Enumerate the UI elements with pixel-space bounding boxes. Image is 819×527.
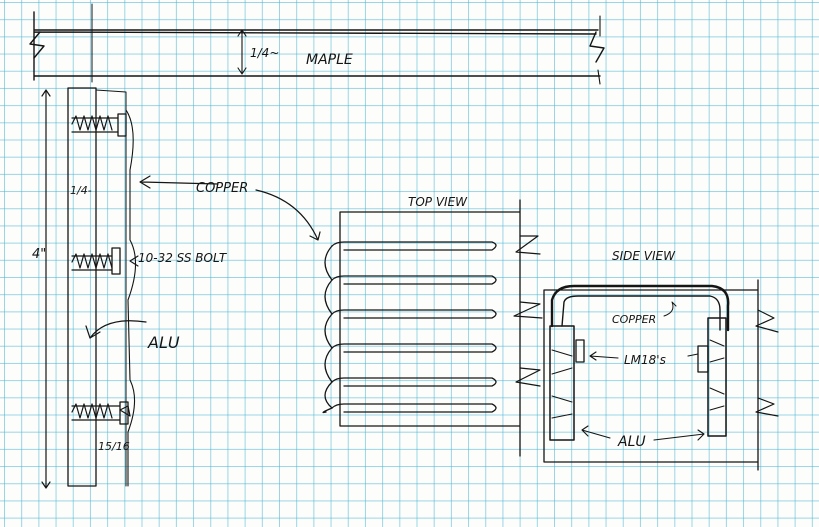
copper-label: COPPER (196, 181, 248, 196)
maple-label: MAPLE (306, 52, 353, 68)
top-view-label: TOP VIEW (408, 195, 468, 209)
copper-connectors (322, 245, 333, 414)
copper-loop-5 (331, 377, 497, 387)
copper-loop-2 (331, 275, 497, 285)
copper-loop-1 (331, 241, 497, 251)
spacing-label: 1/4- (70, 184, 92, 197)
alu-label: ALU (147, 333, 180, 352)
bolt-3-thread (71, 403, 121, 421)
maple-board: 1/4~ MAPLE (29, 3, 605, 85)
side-view-label: SIDE VIEW (612, 249, 676, 263)
side-view: SIDE VIEW COPPER LM18's ALU (543, 249, 779, 471)
bolt-label: 10-32 SS BOLT (138, 251, 228, 265)
height-label: 4" (32, 247, 46, 262)
maple-thickness-label: 1/4~ (250, 46, 279, 60)
copper-bar-side (550, 284, 730, 332)
side-alu-label: ALU (617, 434, 646, 450)
lm18-label: LM18's (624, 353, 666, 367)
bolt-1-thread (71, 115, 119, 133)
copper-loop-3 (331, 309, 497, 319)
bolt-2-thread (71, 253, 113, 271)
copper-loop-4 (331, 343, 497, 353)
bolt-size-label: 15/16 (98, 440, 130, 453)
top-view: TOP VIEW (255, 189, 543, 457)
copper-loop-6 (331, 403, 497, 413)
left-section-view: 1/4- 4" COPPER 10-32 SS BOLT ALU 15/16 (32, 87, 248, 489)
side-copper-label: COPPER (612, 313, 656, 326)
